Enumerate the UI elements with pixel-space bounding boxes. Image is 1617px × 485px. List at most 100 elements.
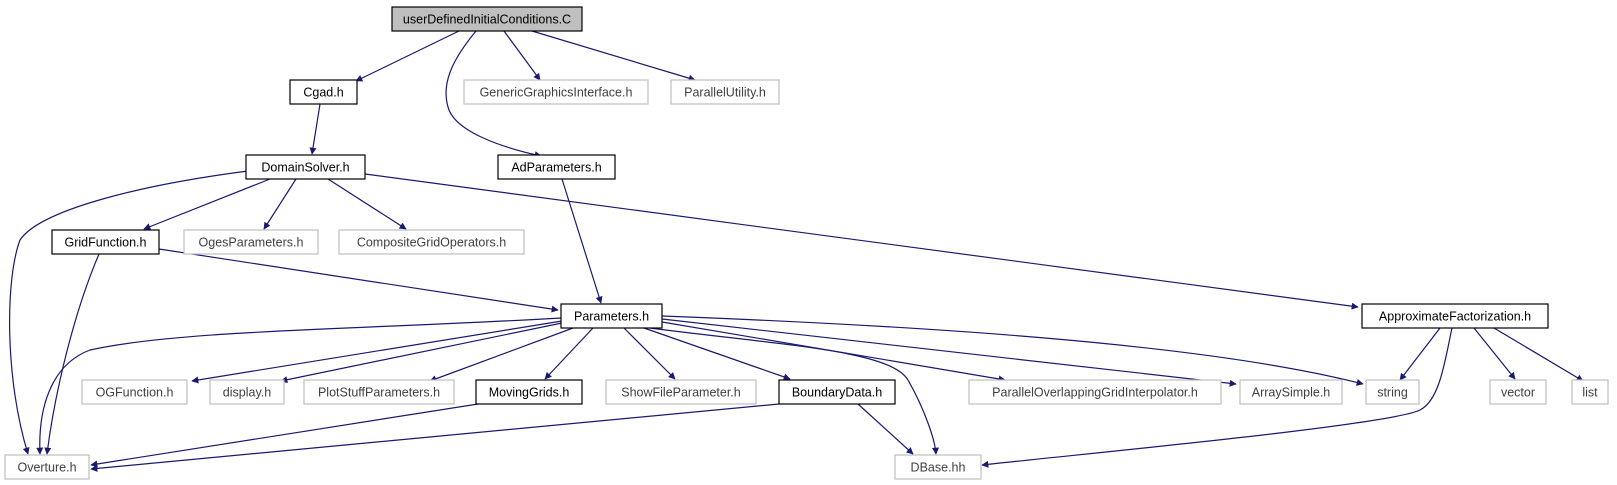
node-label-cgo: CompositeGridOperators.h (357, 236, 506, 250)
node-box-root (391, 6, 583, 32)
node-box-pogi (968, 379, 1222, 405)
node-box-gf (51, 229, 160, 255)
node-label-str: string (1377, 386, 1408, 400)
edge-ds-to-af (364, 173, 1359, 310)
node-box-ogesp (183, 229, 319, 255)
edge-mg-to-ov (90, 403, 479, 468)
edge-af-to-str (1399, 327, 1441, 381)
node-str: string (1365, 379, 1420, 405)
node-box-af (1361, 303, 1549, 329)
node-adp[interactable]: AdParameters.h (497, 154, 616, 180)
node-label-gf: GridFunction.h (65, 236, 147, 250)
node-box-lst (1571, 379, 1609, 405)
node-box-db (894, 454, 982, 480)
edge-params-to-bd (643, 327, 791, 381)
edge-af-to-vec (1473, 327, 1516, 380)
node-ogesp: OgesParameters.h (183, 229, 319, 255)
node-box-ds (245, 154, 366, 180)
node-label-root: userDefinedInitialConditions.C (403, 13, 571, 27)
node-label-as: ArraySimple.h (1252, 386, 1331, 400)
node-ov: Overture.h (4, 454, 90, 480)
edge-params-to-mg (544, 327, 594, 380)
edge-root-to-cgad (355, 30, 460, 82)
node-box-bd (778, 379, 896, 405)
node-box-adp (497, 154, 616, 180)
node-vec: vector (1489, 379, 1547, 405)
node-ogf: OGFunction.h (81, 379, 188, 405)
edge-params-to-psp (429, 327, 574, 383)
node-label-sfp: ShowFileParameter.h (621, 386, 741, 400)
node-box-disp (209, 379, 285, 405)
edge-gf-to-params (158, 248, 559, 313)
node-label-lst: list (1582, 386, 1598, 400)
node-label-ogesp: OgesParameters.h (199, 236, 304, 250)
node-box-as (1239, 379, 1343, 405)
node-box-sfp (605, 379, 757, 405)
node-lst: list (1571, 379, 1609, 405)
edge-bd-to-db (857, 403, 914, 455)
node-label-db: DBase.hh (911, 461, 966, 475)
node-box-mg (475, 379, 583, 405)
node-label-params: Parameters.h (574, 310, 649, 324)
node-cgo: CompositeGridOperators.h (338, 229, 525, 255)
node-box-ogf (81, 379, 188, 405)
node-disp: display.h (209, 379, 285, 405)
node-label-pu: ParallelUtility.h (684, 86, 766, 100)
node-db: DBase.hh (894, 454, 982, 480)
edge-root-to-adp (445, 30, 542, 159)
edge-af-to-db (981, 327, 1453, 468)
edge-ds-to-cgo (327, 178, 407, 230)
node-label-ogf: OGFunction.h (96, 386, 174, 400)
node-bd[interactable]: BoundaryData.h (778, 379, 896, 405)
edge-cgad-to-ds (309, 103, 321, 155)
node-label-vec: vector (1501, 386, 1535, 400)
node-label-disp: display.h (223, 386, 271, 400)
node-label-psp: PlotStuffParameters.h (318, 386, 440, 400)
node-label-ggi: GenericGraphicsInterface.h (480, 86, 633, 100)
node-ggi: GenericGraphicsInterface.h (463, 79, 649, 105)
node-ds[interactable]: DomainSolver.h (245, 154, 366, 180)
node-params[interactable]: Parameters.h (560, 303, 663, 329)
edge-root-to-pu (531, 30, 696, 82)
node-sfp: ShowFileParameter.h (605, 379, 757, 405)
edge-ds-to-ogesp (263, 178, 297, 230)
node-root: userDefinedInitialConditions.C (391, 6, 583, 32)
node-label-pogi: ParallelOverlappingGridInterpolator.h (992, 386, 1198, 400)
edge-adp-to-params (561, 178, 603, 304)
node-box-cgad (289, 79, 358, 105)
node-pogi: ParallelOverlappingGridInterpolator.h (968, 379, 1222, 405)
node-label-ds: DomainSolver.h (261, 161, 349, 175)
node-label-bd: BoundaryData.h (792, 386, 882, 400)
node-psp: PlotStuffParameters.h (303, 379, 455, 405)
edge-af-to-lst (1493, 327, 1584, 382)
node-box-psp (303, 379, 455, 405)
edge-root-to-ggi (503, 30, 541, 81)
node-label-mg: MovingGrids.h (489, 386, 570, 400)
node-label-cgad: Cgad.h (303, 86, 343, 100)
edge-params-to-ov (36, 317, 563, 455)
node-label-adp: AdParameters.h (511, 161, 601, 175)
node-label-ov: Overture.h (17, 461, 76, 475)
node-box-params (560, 303, 663, 329)
node-gf[interactable]: GridFunction.h (51, 229, 160, 255)
edge-params-to-db (649, 327, 940, 455)
edge-params-to-ogf (191, 320, 563, 384)
edge-params-to-str (661, 315, 1364, 386)
node-box-pu (670, 79, 780, 105)
edge-params-to-disp (280, 322, 563, 384)
node-box-vec (1489, 379, 1547, 405)
node-mg[interactable]: MovingGrids.h (475, 379, 583, 405)
node-af[interactable]: ApproximateFactorization.h (1361, 303, 1549, 329)
node-box-ov (4, 454, 90, 480)
node-pu: ParallelUtility.h (670, 79, 780, 105)
node-box-ggi (463, 79, 649, 105)
node-cgad[interactable]: Cgad.h (289, 79, 358, 105)
edge-bd-to-ov (90, 403, 780, 472)
edge-gf-to-ov (44, 253, 100, 455)
edge-ds-to-ov (9, 170, 249, 455)
edge-params-to-as (661, 318, 1237, 387)
node-as: ArraySimple.h (1239, 379, 1343, 405)
node-label-af: ApproximateFactorization.h (1379, 310, 1531, 324)
edge-params-to-sfp (623, 327, 676, 380)
